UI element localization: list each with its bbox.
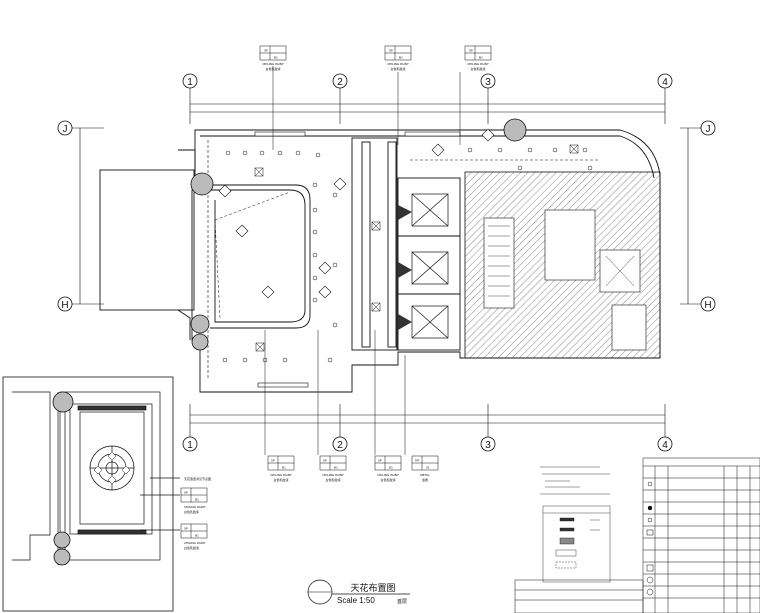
grid-bubble-1-top [182,73,198,89]
tag-sub: 白色乳胶漆 [184,545,199,550]
tag-ref: B1 [282,466,286,470]
detail-note: 天花造型详见节点图 [184,476,211,481]
drawing-floor: 首层 [397,598,407,605]
drawing-title: 天花布置图 Scale 1:50 首层 [307,579,410,605]
grid-bubble-3-top [480,73,496,89]
grid-bubble-4-bottom [657,436,673,452]
drawing-title-text: 天花布置图 [350,582,395,594]
tag-sub: 金属 [422,477,428,482]
elevator-1 [411,193,449,227]
grid-label-J-right: J [706,124,711,135]
tag-code: SP [323,459,327,463]
tag-ref: B1 [195,534,199,538]
drawing-scale: Scale 1:50 [337,596,375,605]
grid-label-3-bottom: 3 [485,440,491,451]
grid-bubble-J-right [700,120,716,136]
material-tag-top-2 [384,45,412,145]
tag-sub: 白色乳胶漆 [325,477,340,482]
tag-text: CEILING PAINT [467,62,489,66]
tag-text: CEILING PAINT [262,62,284,66]
tag-code: SP [389,49,393,53]
tag-code: SP [378,459,382,463]
grid-bubble-3-bottom [480,436,496,452]
grid-label-H-left: H [61,300,68,311]
tag-text: METAL [420,473,430,477]
tag-ref: 01 [426,466,430,470]
tag-text: CEILING PAINT [377,473,399,477]
grid-bubble-H-right [700,296,716,312]
grid-label-4-bottom: 4 [662,440,668,451]
tag-ref: B1 [334,466,338,470]
notes-block [540,466,611,583]
grid-label-2-bottom: 2 [337,440,343,451]
material-tag-top-3 [459,45,492,145]
grid-bubble-4-top [657,73,673,89]
grid-bubbles [57,73,716,452]
top-material-tags: SP B1 CEILING PAINT 白色乳胶漆 SP B1 CEILING … [259,45,492,150]
legend-table [642,457,760,613]
tag-code: SP [469,49,473,53]
tag-code: MT [415,459,420,463]
bottom-material-tags: SP B1 CEILING PAINT 白色乳胶漆 SP B1 CEILING … [264,330,439,482]
elevator-2 [411,251,449,285]
revision-table [514,579,644,613]
grid-bubble-1-bottom [182,436,198,452]
tag-text: CEILING PAINT [270,473,292,477]
grid-label-1-bottom: 1 [187,440,193,451]
tag-sub: 白色乳胶漆 [390,66,405,71]
grid-label-2-top: 2 [337,77,343,88]
tag-text: CEILING PAINT [387,62,409,66]
tag-text: CEILING PAINT [184,541,206,545]
grid-bubble-J-left [57,120,73,136]
grid-label-J-left: J [63,124,68,135]
tag-ref: B1 [479,56,483,60]
tag-sub: 白色乳胶漆 [265,66,280,71]
tag-code: SP [184,527,188,531]
detail-inset: SP B1 CEILING PAINT 白色乳胶漆 SP B1 CEILING … [2,376,211,612]
tag-sub: 白色乳胶漆 [470,66,485,71]
grid-label-3-top: 3 [485,77,491,88]
ceiling-crossfall [214,191,291,319]
tag-ref: B1 [195,498,199,502]
tag-code: SP [184,491,188,495]
material-tag-top-1 [259,45,287,150]
air-diffusers [254,144,579,352]
grid-label-4-top: 4 [662,77,668,88]
grid-label-H-right: H [704,300,711,311]
grid-bubble-H-left [57,296,73,312]
tag-ref: B1 [274,56,278,60]
tag-ref: B1 [389,466,393,470]
grid-label-1-top: 1 [187,77,193,88]
tag-text: CEILING PAINT [184,505,206,509]
tag-ref: B1 [399,56,403,60]
tag-sub: 白色乳胶漆 [273,477,288,482]
tag-code: SP [264,49,268,53]
tag-code: SP [271,459,275,463]
grid-system [72,88,705,437]
elevator-cars [398,193,449,339]
hatched-service-zone [464,171,661,359]
tag-sub: 白色乳胶漆 [184,509,199,514]
grid-bubble-2-bottom [332,436,348,452]
grid-bubble-2-top [332,73,348,89]
tag-text: CEILING PAINT [322,473,344,477]
structural-columns [190,118,527,351]
tag-sub: 白色乳胶漆 [380,477,395,482]
ceiling-level-markers [218,128,495,299]
